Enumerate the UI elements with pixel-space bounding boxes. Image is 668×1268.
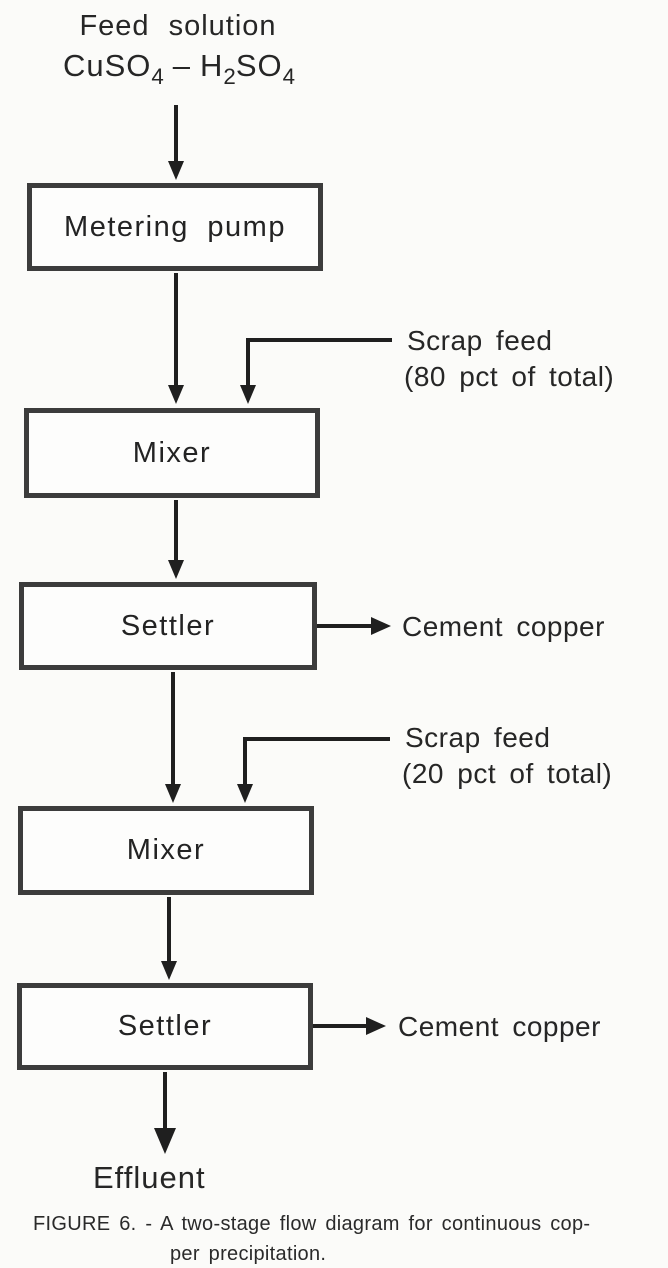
arrow-settler2-to-effluent-head [154,1128,176,1154]
scrap-feed1-horizontal-line [246,338,392,342]
arrow-settler1-cement-head [371,617,391,635]
formula-h: H [200,48,224,83]
scrap-feed1-arrow-head [240,385,256,404]
arrow-settler1-to-mixer2-line [171,672,175,785]
arrow-feed-to-metering-line [174,105,178,162]
scrap-feed1-label-line2: (80 pct of total) [404,361,615,392]
feed-solution-label: Feed solution [79,10,277,42]
arrow-mixer2-to-settler2-line [167,897,171,962]
arrow-metering-to-mixer1-head [168,385,184,404]
arrow-mixer1-to-settler1-line [174,500,178,561]
arrow-settler1-cement-line [317,624,373,628]
arrow-feed-to-metering-head [168,161,184,180]
feed-formula: CuSO4–H2SO4 [46,48,312,90]
metering-pump-label: Metering pump [64,210,286,243]
settler2-box: Settler [17,983,313,1070]
mixer1-label: Mixer [132,436,212,469]
figure-caption-line1: FIGURE 6. - A two-stage flow diagram for… [33,1213,591,1235]
arrow-settler1-to-mixer2-head [165,784,181,803]
formula-dash: – [172,48,192,83]
arrow-mixer1-to-settler1-head [168,560,184,579]
formula-cuso: CuSO [62,48,152,83]
scrap-feed2-arrow-head [237,784,253,803]
formula-sub-2: 2 [223,63,236,89]
scrap-feed2-label-line1: Scrap feed [405,722,551,753]
figure-caption-line2: per precipitation. [170,1243,327,1265]
cement-copper1-label: Cement copper [402,611,605,642]
mixer2-label: Mixer [126,834,206,866]
settler1-label: Settler [120,609,216,642]
formula-sub-4b: 4 [282,63,296,89]
scrap-feed2-vertical-line [243,737,247,785]
formula-sub-4a: 4 [151,63,164,89]
scrap-feed2-label-line2: (20 pct of total) [402,758,613,789]
cement-copper2-label: Cement copper [398,1011,601,1042]
scrap-feed1-vertical-line [246,338,250,386]
effluent-label: Effluent [93,1160,206,1195]
arrow-settler2-cement-head [366,1017,386,1035]
settler2-label: Settler [117,1010,213,1042]
mixer1-box: Mixer [24,408,320,498]
arrow-mixer2-to-settler2-head [161,961,177,980]
arrow-settler2-to-effluent-line [163,1072,167,1130]
scrap-feed2-horizontal-line [243,737,390,741]
arrow-metering-to-mixer1-line [174,273,178,386]
formula-so: SO [235,48,283,83]
arrow-settler2-cement-line [313,1024,368,1028]
mixer2-box: Mixer [18,806,314,895]
metering-pump-box: Metering pump [27,183,323,271]
scrap-feed1-label-line1: Scrap feed [407,325,553,356]
settler1-box: Settler [19,582,317,670]
